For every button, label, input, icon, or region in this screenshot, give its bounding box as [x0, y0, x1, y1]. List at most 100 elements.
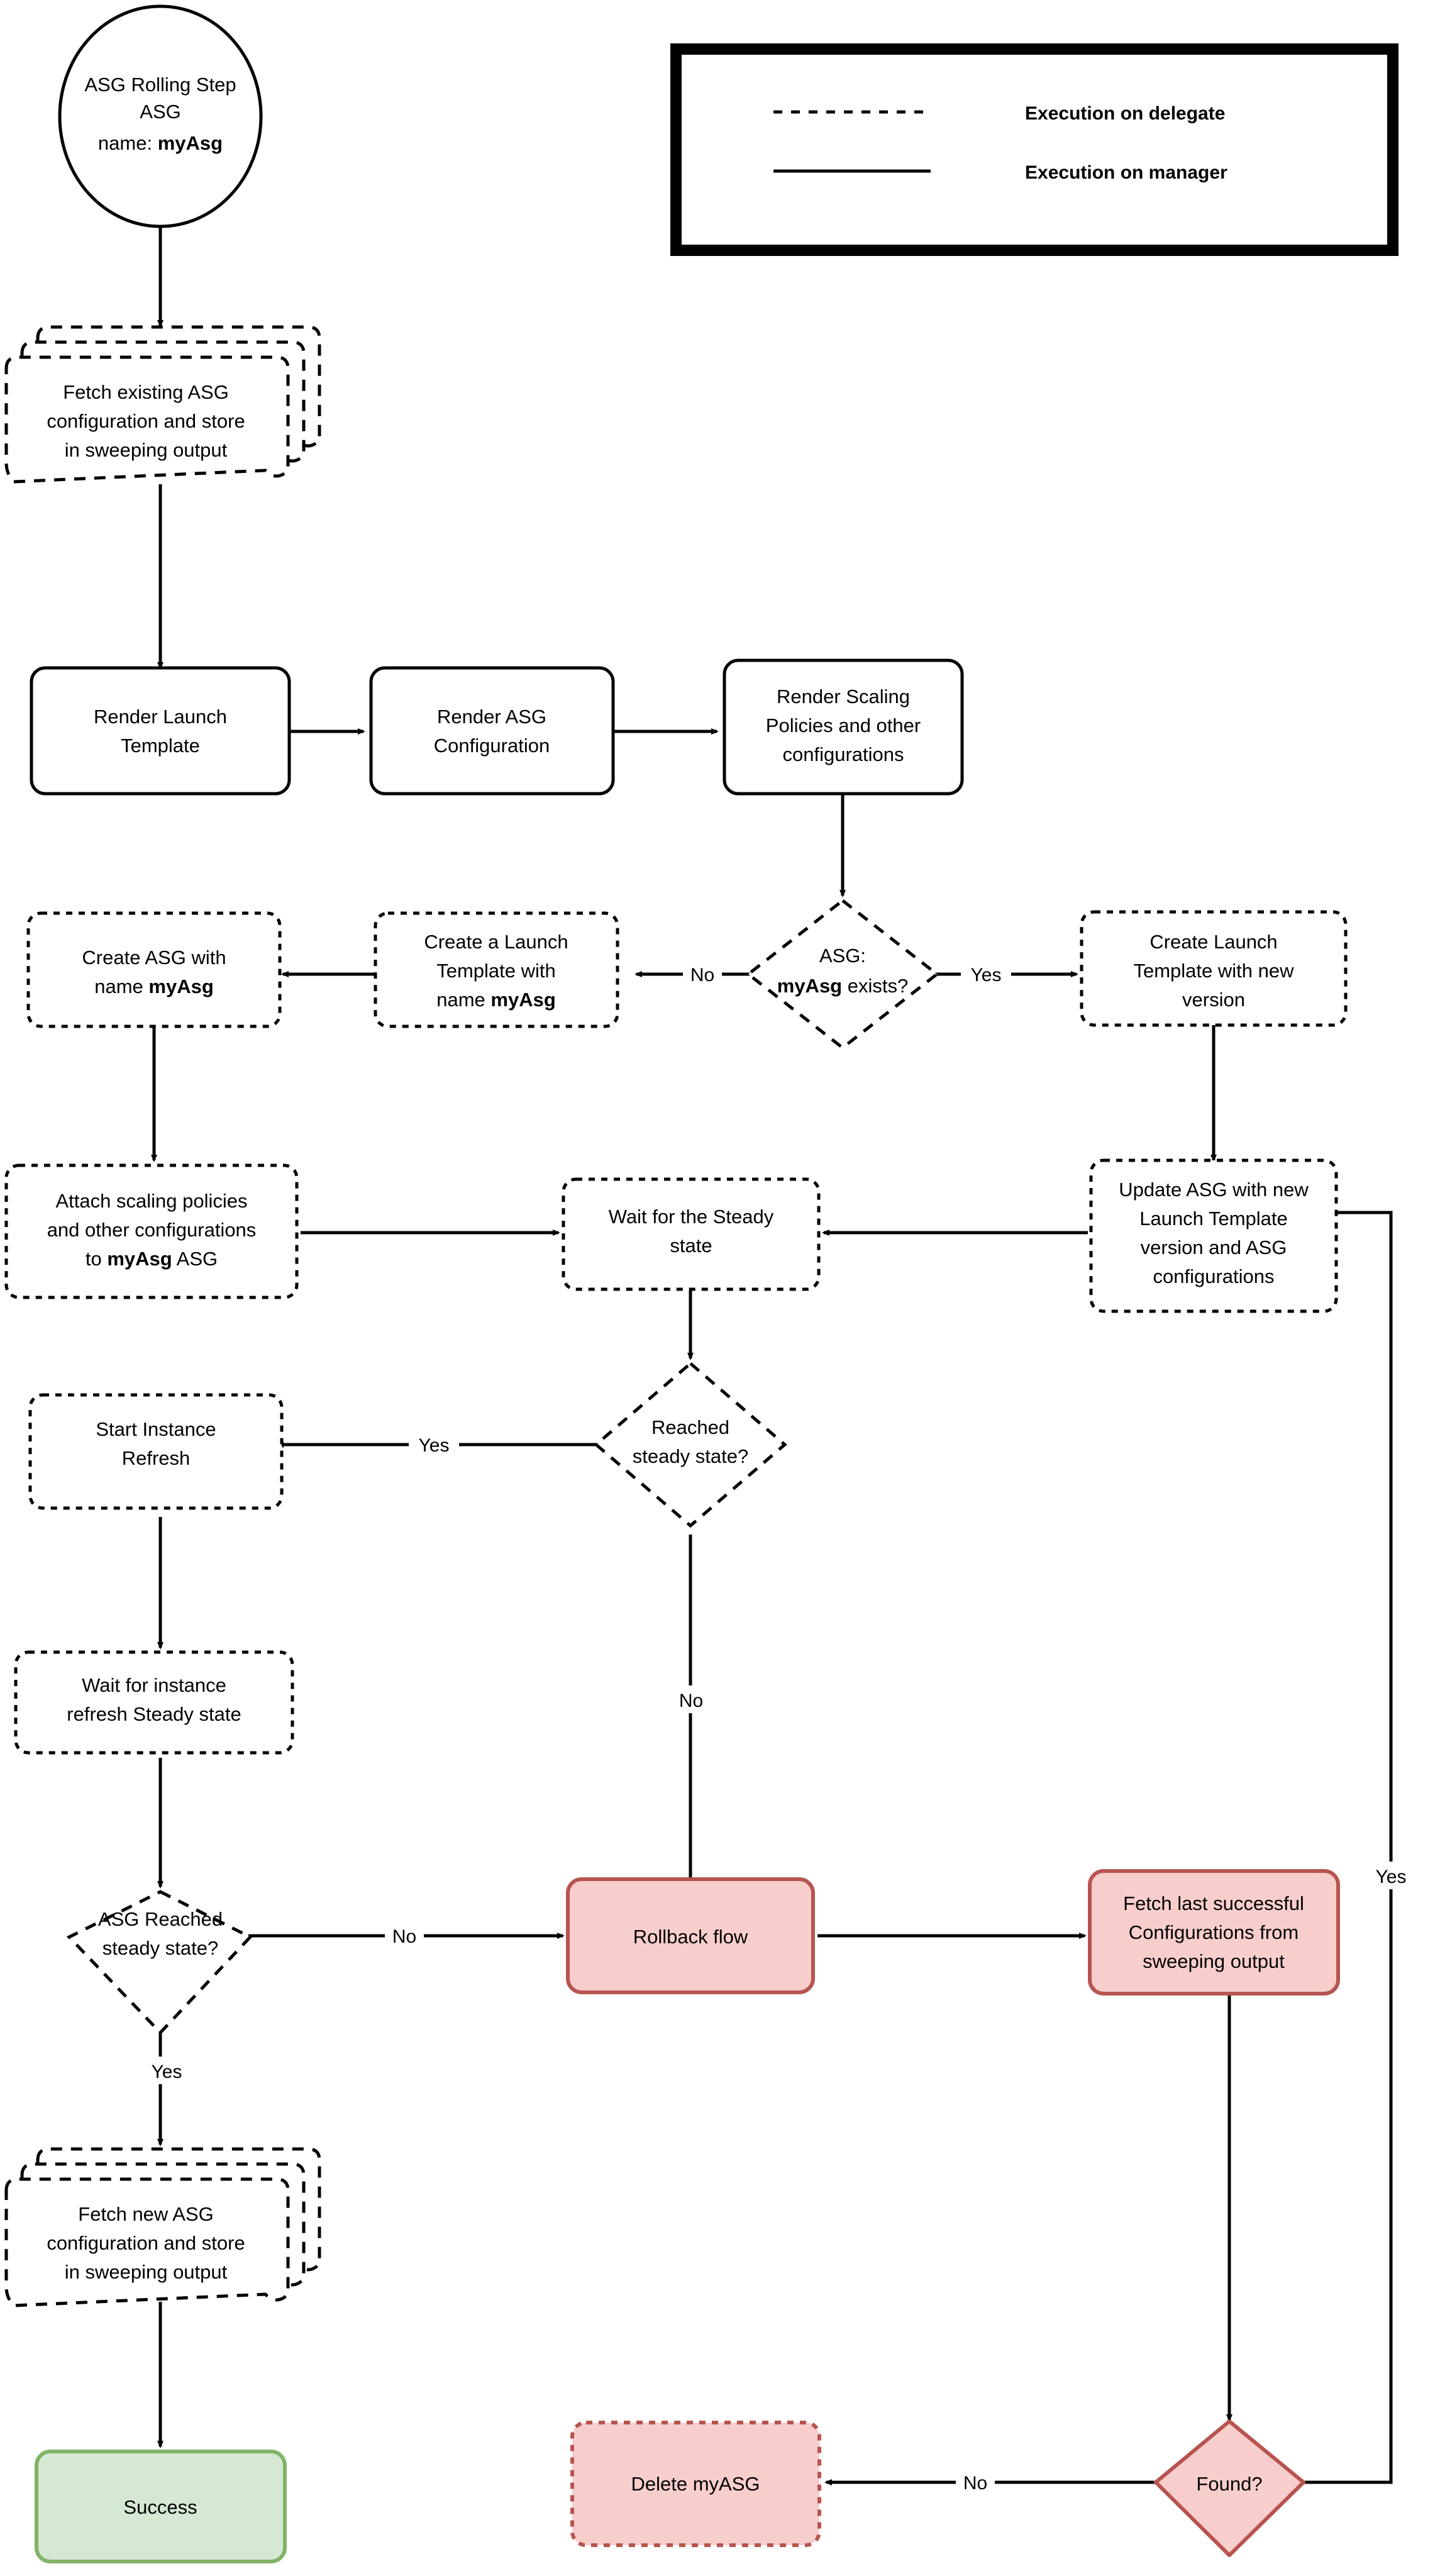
create-lt-new-line2: Template with new	[1133, 960, 1294, 982]
fetch-new-line1: Fetch new ASG	[78, 2203, 213, 2225]
fetch-last-line1: Fetch last successful	[1123, 1892, 1304, 1914]
node-found-decision[interactable]: Found?	[1154, 2419, 1305, 2557]
node-wait-instance-refresh[interactable]: Wait for instance refresh Steady state	[14, 1650, 294, 1755]
create-asg-line1: Create ASG with	[82, 947, 226, 969]
found-label: Found?	[1196, 2473, 1262, 2495]
update-asg-line3: version and ASG	[1141, 1236, 1287, 1258]
found-diamond	[1154, 2419, 1305, 2557]
create-lt-named-line1: Create a Launch	[424, 931, 568, 953]
update-asg-line1: Update ASG with new	[1119, 1179, 1309, 1201]
attach-line3-bold: myAsg	[107, 1248, 172, 1270]
create-launch-template-named-box	[374, 911, 619, 1028]
create-asg-box	[26, 911, 282, 1028]
create-lt-named-line3-prefix: name	[436, 989, 490, 1011]
node-update-asg[interactable]: Update ASG with new Launch Template vers…	[1089, 1158, 1338, 1313]
edge-label-found-no: No	[963, 2473, 987, 2494]
attach-line3-prefix: to	[86, 1248, 107, 1270]
edge-label-bg-asg-exists-no	[683, 960, 722, 987]
node-start-instance-refresh[interactable]: Start Instance Refresh	[28, 1393, 284, 1510]
wait-refresh-line2: refresh Steady state	[67, 1703, 241, 1725]
start-refresh-line1: Start Instance	[96, 1418, 216, 1440]
node-start[interactable]: ASG Rolling Step ASG name: myAsg	[58, 4, 263, 228]
fetch-new-doc-front	[4, 2177, 290, 2307]
edge-label-bg-reached-no	[672, 1685, 711, 1713]
render-launch-template-line2: Template	[121, 735, 200, 757]
asg-exists-line2-bold: myAsg	[777, 975, 842, 997]
rollback-flow-label: Rollback flow	[633, 1926, 748, 1948]
edge-label-asg-reached-yes: Yes	[152, 2062, 182, 2082]
create-lt-new-line3: version	[1182, 989, 1245, 1011]
asg-exists-diamond	[745, 898, 940, 1050]
render-launch-template-line1: Render Launch	[94, 706, 227, 728]
asg-exists-line2: myAsg exists?	[777, 975, 908, 997]
node-asg-exists-decision[interactable]: ASG: myAsg exists?	[745, 898, 940, 1050]
delete-myasg-label: Delete myASG	[631, 2473, 760, 2495]
fetch-existing-line2: configuration and store	[47, 410, 245, 432]
edge-labels: No Yes Yes No No Yes No Yes	[141, 960, 1416, 2496]
edge-label-asg-exists-no: No	[690, 965, 714, 985]
asg-reached-line1: ASG Reached	[98, 1908, 223, 1930]
node-rollback-flow[interactable]: Rollback flow	[566, 1877, 815, 1994]
legend-label-manager: Execution on manager	[1025, 162, 1227, 183]
node-render-launch-template[interactable]: Render Launch Template	[30, 666, 291, 796]
edge-label-bg-asg-reached-no	[385, 1921, 424, 1949]
render-asg-configuration-line2: Configuration	[434, 735, 550, 757]
asg-exists-line2-rest: exists?	[842, 975, 908, 997]
wait-steady-state-box	[562, 1177, 821, 1291]
wait-steady-line1: Wait for the Steady	[609, 1206, 774, 1228]
reached-steady-state-diamond	[594, 1361, 787, 1528]
node-create-launch-template-named[interactable]: Create a Launch Template with name myAsg	[374, 911, 619, 1028]
reached-steady-line2: steady state?	[633, 1445, 748, 1467]
fetch-existing-doc-front	[4, 355, 290, 484]
edge-label-bg-found-yes	[1366, 1862, 1416, 1889]
start-line3-prefix: name:	[98, 132, 158, 154]
render-asg-configuration-box	[369, 666, 615, 796]
attach-line3: to myAsg ASG	[86, 1248, 218, 1270]
node-create-asg[interactable]: Create ASG with name myAsg	[26, 911, 282, 1028]
attach-line2: and other configurations	[47, 1219, 257, 1241]
node-asg-reached-steady-decision[interactable]: ASG Reached steady state?	[66, 1890, 253, 2035]
node-wait-steady-state[interactable]: Wait for the Steady state	[562, 1177, 821, 1291]
edge-label-bg-asg-exists-yes	[961, 960, 1011, 987]
edge-label-bg-found-no	[956, 2468, 995, 2496]
start-line1: ASG Rolling Step	[84, 74, 236, 96]
node-render-asg-configuration[interactable]: Render ASG Configuration	[369, 666, 615, 796]
asg-exists-line1: ASG:	[819, 945, 866, 967]
legend-box	[670, 43, 1398, 256]
edge-label-bg-asg-reached-yes	[141, 2057, 192, 2084]
fetch-existing-line1: Fetch existing ASG	[63, 381, 229, 403]
node-create-launch-template-new-version[interactable]: Create Launch Template with new version	[1080, 910, 1348, 1027]
wait-steady-line2: state	[670, 1235, 712, 1257]
delete-myasg-box	[570, 2421, 821, 2547]
node-fetch-last-successful[interactable]: Fetch last successful Configurations fro…	[1088, 1869, 1340, 1996]
node-success[interactable]: Success	[35, 2450, 287, 2563]
edge-label-bg-reached-yes	[409, 1430, 459, 1458]
create-lt-named-line3: name myAsg	[436, 989, 556, 1011]
fetch-new-line2: configuration and store	[47, 2232, 245, 2254]
fetch-last-successful-box	[1088, 1869, 1340, 1996]
node-fetch-new-asg[interactable]: Fetch new ASG configuration and store in…	[4, 2147, 321, 2307]
node-render-scaling-policies[interactable]: Render Scaling Policies and other config…	[723, 658, 964, 796]
start-instance-refresh-box	[28, 1393, 284, 1510]
create-asg-line2-bold: myAsg	[148, 975, 213, 997]
create-launch-template-new-version-box	[1080, 910, 1348, 1027]
render-launch-template-box	[30, 666, 291, 796]
create-lt-new-line1: Create Launch	[1149, 931, 1277, 953]
fetch-new-line3: in sweeping output	[65, 2261, 228, 2283]
edge-label-asg-reached-no: No	[392, 1926, 416, 1947]
edge-label-reached-steady-yes: Yes	[419, 1435, 450, 1456]
edge-label-asg-exists-yes: Yes	[971, 965, 1002, 985]
success-box	[35, 2450, 287, 2563]
create-asg-line2-prefix: name	[94, 975, 148, 997]
legend: Execution on delegate Execution on manag…	[670, 43, 1398, 256]
node-attach-scaling-policies[interactable]: Attach scaling policies and other config…	[4, 1163, 299, 1299]
fetch-last-line2: Configurations from	[1129, 1921, 1299, 1943]
wait-instance-refresh-box	[14, 1650, 294, 1755]
node-delete-myasg[interactable]: Delete myASG	[570, 2421, 821, 2547]
node-reached-steady-state-decision[interactable]: Reached steady state?	[594, 1361, 787, 1528]
attach-line3-suffix: ASG	[172, 1248, 218, 1270]
asg-reached-line2: steady state?	[102, 1937, 218, 1959]
start-ellipse	[58, 4, 263, 228]
node-fetch-existing-asg[interactable]: Fetch existing ASG configuration and sto…	[4, 325, 321, 484]
